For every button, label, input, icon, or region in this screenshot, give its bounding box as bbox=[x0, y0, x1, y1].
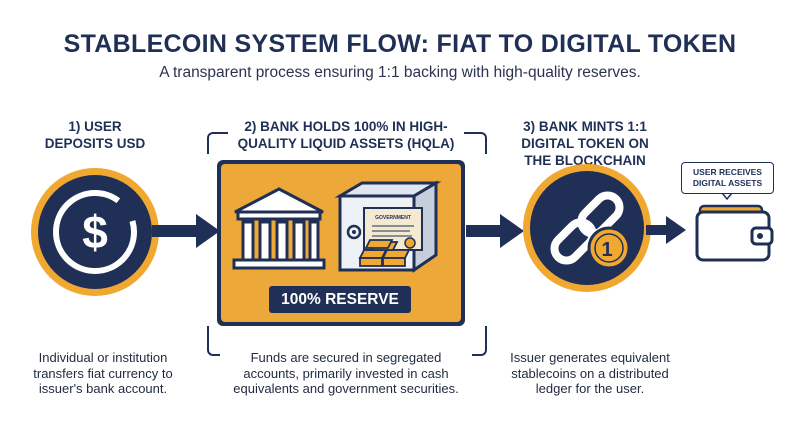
token-symbol: 1 bbox=[601, 239, 612, 261]
step3-desc-line3: ledger for the user. bbox=[535, 381, 645, 396]
step2-title: 2) BANK HOLDS 100% IN HIGH- QUALITY LIQU… bbox=[228, 118, 464, 152]
bank-building-icon bbox=[232, 187, 326, 270]
step2-desc-line1: Funds are secured in segregated bbox=[250, 350, 442, 365]
step2-title-line1: 2) BANK HOLDS 100% IN HIGH- bbox=[244, 119, 448, 134]
token-coin-icon: 1 bbox=[587, 226, 631, 270]
callout-line1: USER RECEIVES bbox=[693, 167, 762, 177]
step2-desc-line2: accounts, primarily invested in cash bbox=[243, 365, 449, 381]
certificate-text: GOVERNMENT bbox=[375, 215, 411, 221]
step3-title-line1: 3) BANK MINTS 1:1 bbox=[523, 119, 647, 134]
step2-title-line2: QUALITY LIQUID ASSETS (HQLA) bbox=[237, 136, 455, 151]
gold-bars-icon bbox=[358, 239, 411, 267]
step2-desc-line3: equivalents and government securities. bbox=[233, 381, 459, 396]
step1-title-line2: DEPOSITS USD bbox=[44, 136, 146, 151]
step3-title-line3: THE BLOCKCHAIN bbox=[524, 153, 646, 168]
reserve-label: 100% RESERVE bbox=[269, 286, 411, 313]
callout-line2: DIGITAL ASSETS bbox=[692, 178, 763, 188]
step1-title: 1) USER DEPOSITS USD bbox=[30, 118, 160, 152]
arrow-1-icon bbox=[152, 214, 220, 248]
arrow-3-icon bbox=[646, 216, 686, 244]
arrow-2-icon bbox=[466, 214, 524, 248]
step1-title-line1: 1) USER bbox=[68, 119, 122, 134]
step1-desc-line2: transfers fiat currency to bbox=[33, 365, 173, 381]
step3-description: Issuer generates equivalent stablecoins … bbox=[505, 350, 675, 397]
step2-description: Funds are secured in segregated accounts… bbox=[220, 350, 472, 397]
step3-title: 3) BANK MINTS 1:1 DIGITAL TOKEN ON THE B… bbox=[520, 118, 650, 169]
step1-desc-line3: issuer's bank account. bbox=[38, 381, 168, 396]
user-receives-callout: USER RECEIVES DIGITAL ASSETS bbox=[681, 162, 774, 194]
page-title: STABLECOIN SYSTEM FLOW: FIAT TO DIGITAL … bbox=[63, 30, 737, 58]
wallet-icon bbox=[695, 204, 774, 262]
page-subtitle: A transparent process ensuring 1:1 backi… bbox=[159, 64, 641, 81]
step1-description: Individual or institution transfers fiat… bbox=[18, 350, 188, 397]
step3-title-line2: DIGITAL TOKEN ON bbox=[521, 136, 649, 151]
step3-desc-line1: Issuer generates equivalent bbox=[510, 350, 670, 365]
dollar-symbol: $ bbox=[82, 206, 108, 258]
chain-link-icon bbox=[523, 164, 651, 292]
dollar-coin-icon: $ bbox=[31, 168, 159, 296]
step1-desc-line1: Individual or institution bbox=[38, 350, 168, 365]
step3-desc-line2: stablecoins on a distributed bbox=[511, 365, 669, 381]
